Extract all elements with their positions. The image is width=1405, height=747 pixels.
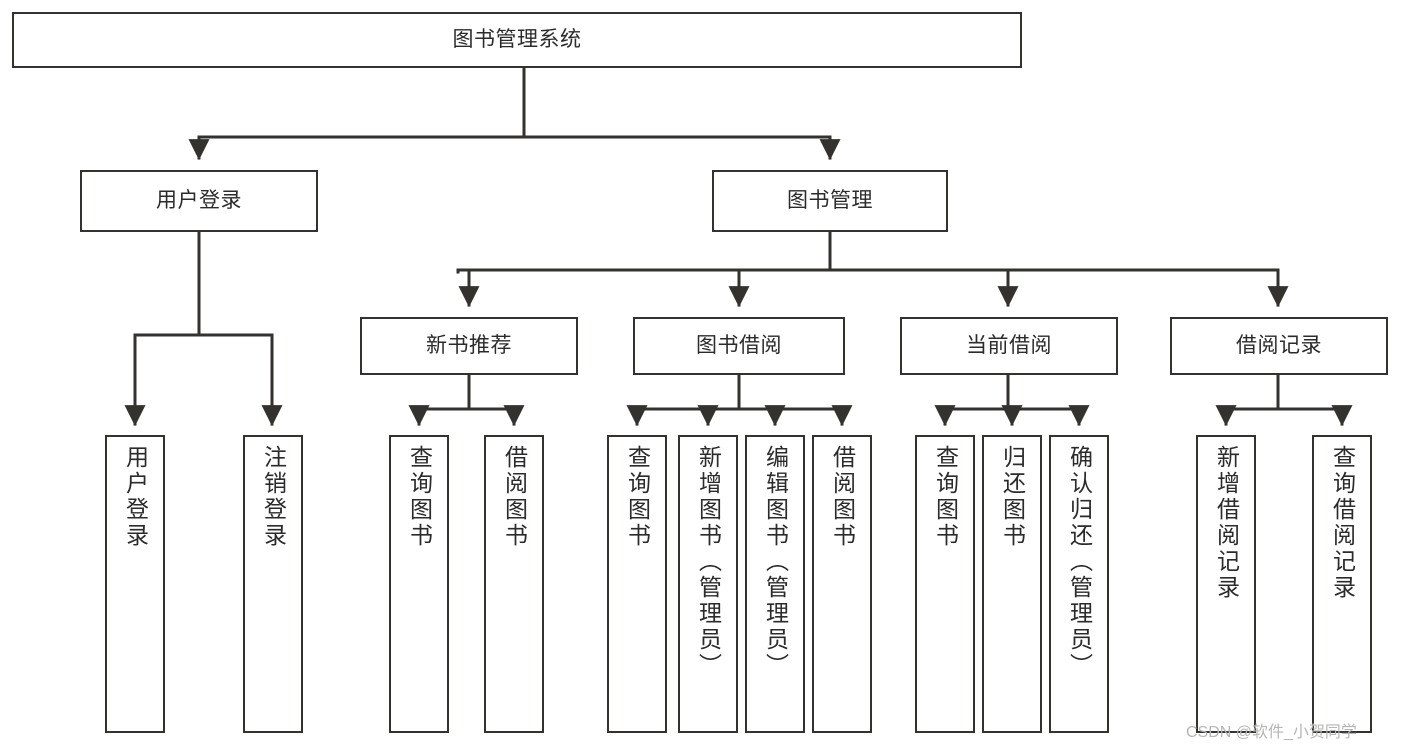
- leaf-recommend-query-book-label: 查询图书: [406, 445, 433, 549]
- node-new-book-recommend[interactable]: 新书推荐: [360, 317, 578, 375]
- leaf-borrow-edit-book[interactable]: 编辑图书（管理员）: [745, 435, 805, 733]
- leaf-current-confirm-return[interactable]: 确认归还（管理员）: [1049, 435, 1109, 733]
- node-current-borrow-label: 当前借阅: [966, 334, 1052, 358]
- leaf-record-add[interactable]: 新增借阅记录: [1196, 435, 1256, 733]
- node-user-login[interactable]: 用户登录: [80, 170, 318, 232]
- node-book-borrow-label: 图书借阅: [696, 334, 782, 358]
- node-user-login-label: 用户登录: [156, 189, 242, 213]
- leaf-current-confirm-return-label: 确认归还（管理员）: [1066, 445, 1093, 679]
- node-current-borrow[interactable]: 当前借阅: [900, 317, 1118, 375]
- node-new-book-recommend-label: 新书推荐: [426, 334, 512, 358]
- node-book-management-label: 图书管理: [787, 189, 873, 213]
- node-root[interactable]: 图书管理系统: [12, 12, 1022, 68]
- leaf-user-login-label: 用户登录: [122, 445, 149, 549]
- leaf-borrow-add-book[interactable]: 新增图书（管理员）: [678, 435, 738, 733]
- watermark-text: CSDN @软件_小贺同学: [1186, 724, 1357, 741]
- leaf-recommend-query-book[interactable]: 查询图书: [389, 435, 449, 733]
- leaf-borrow-query-book-label: 查询图书: [624, 445, 651, 549]
- leaf-current-query-book[interactable]: 查询图书: [915, 435, 975, 733]
- leaf-record-query-label: 查询借阅记录: [1329, 445, 1356, 601]
- leaf-borrow-query-book[interactable]: 查询图书: [607, 435, 667, 733]
- node-borrow-record[interactable]: 借阅记录: [1170, 317, 1388, 375]
- node-root-label: 图书管理系统: [452, 28, 582, 52]
- leaf-current-query-book-label: 查询图书: [932, 445, 959, 549]
- leaf-borrow-borrow-book[interactable]: 借阅图书: [812, 435, 872, 733]
- leaf-user-logout-label: 注销登录: [260, 445, 287, 549]
- leaf-recommend-borrow-book[interactable]: 借阅图书: [484, 435, 544, 733]
- leaf-user-login[interactable]: 用户登录: [105, 435, 165, 733]
- node-book-borrow[interactable]: 图书借阅: [633, 317, 845, 375]
- leaf-recommend-borrow-book-label: 借阅图书: [501, 445, 528, 549]
- leaf-borrow-edit-book-label: 编辑图书（管理员）: [762, 445, 789, 679]
- leaf-borrow-add-book-label: 新增图书（管理员）: [695, 445, 722, 679]
- leaf-record-query[interactable]: 查询借阅记录: [1312, 435, 1372, 733]
- leaf-current-return-book[interactable]: 归还图书: [982, 435, 1042, 733]
- leaf-record-add-label: 新增借阅记录: [1213, 445, 1240, 601]
- leaf-current-return-book-label: 归还图书: [999, 445, 1026, 549]
- node-book-management[interactable]: 图书管理: [712, 170, 948, 232]
- leaf-user-logout[interactable]: 注销登录: [243, 435, 303, 733]
- leaf-borrow-borrow-book-label: 借阅图书: [829, 445, 856, 549]
- node-borrow-record-label: 借阅记录: [1236, 334, 1322, 358]
